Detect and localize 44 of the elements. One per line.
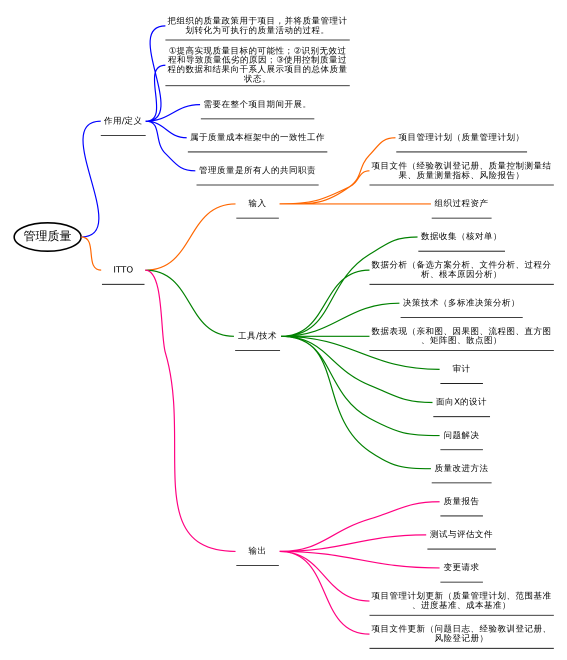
node-text: ①提高实现质量目标的可能性；②识别无效过程和导致质量低劣的原因；③使用控制质量过程的数据和结果向干系人展示项目的总体质量状态。 bbox=[167, 46, 348, 85]
node-text: 管理质量是所有人的共同职责 bbox=[198, 166, 316, 176]
node-text: 数据收集（核对单） bbox=[420, 232, 502, 242]
connector bbox=[280, 336, 369, 337]
connector bbox=[280, 302, 399, 337]
connector bbox=[145, 120, 186, 138]
node-text: 质量改进方法 bbox=[434, 464, 488, 474]
node-text: 输出 bbox=[248, 546, 266, 557]
node-text: 面向X的设计 bbox=[436, 398, 487, 408]
node-text: 组织过程资产 bbox=[434, 199, 488, 210]
connector bbox=[280, 336, 430, 470]
node-text: 决策技术（多标准决策分析） bbox=[402, 298, 520, 308]
node-text: 作用/定义 bbox=[103, 116, 142, 126]
connector bbox=[280, 336, 432, 404]
connector bbox=[279, 203, 430, 205]
node-text: 项目管理计划（质量管理计划） bbox=[398, 132, 524, 143]
node-text: 质量报告 bbox=[443, 496, 480, 507]
connector bbox=[280, 336, 440, 370]
node-text: 工具/技术 bbox=[238, 332, 277, 342]
node-text: ITTO bbox=[112, 265, 133, 276]
connector bbox=[144, 270, 234, 337]
node-text: 输入 bbox=[248, 199, 266, 210]
node-text: 数据分析（备选方案分析、文件分析、过程分析、根本原因分析） bbox=[371, 260, 552, 280]
node-text: 项目文件（经验教训登记册、质量控制测量结果、质量测量指标、风险报告） bbox=[371, 161, 552, 181]
connector bbox=[280, 270, 370, 337]
connector bbox=[80, 120, 100, 238]
node-text: 问题解决 bbox=[443, 430, 480, 441]
node-text: 属于质量成本框架中的一致性工作 bbox=[190, 132, 325, 143]
node-text: 测试与评估文件 bbox=[430, 530, 493, 540]
connector bbox=[80, 236, 101, 271]
node-text: 需要在整个项目期间开展。 bbox=[203, 100, 312, 110]
connector bbox=[145, 120, 195, 172]
connector bbox=[280, 336, 440, 436]
connector bbox=[280, 236, 418, 337]
node-text: 审计 bbox=[452, 364, 470, 375]
node-text: 数据表现（亲和图、因果图、流程图、直方图、矩阵图、散点图） bbox=[371, 326, 552, 346]
node-text: 变更请求 bbox=[443, 563, 480, 574]
connector bbox=[144, 270, 236, 552]
connector bbox=[279, 550, 370, 635]
connector bbox=[279, 501, 440, 552]
node-text: 把组织的质量政策用于项目，并将质量管理计划转化为可执行的质量活动的过程。 bbox=[167, 16, 348, 36]
node-text: 项目管理计划更新（质量管理计划、范围基准、进度基准、成本基准） bbox=[371, 592, 552, 611]
node-ellipse: 管理质量 bbox=[12, 222, 82, 252]
node-text: 项目文件更新（问题日志、经验教训登记册、风险登记册） bbox=[371, 624, 552, 644]
